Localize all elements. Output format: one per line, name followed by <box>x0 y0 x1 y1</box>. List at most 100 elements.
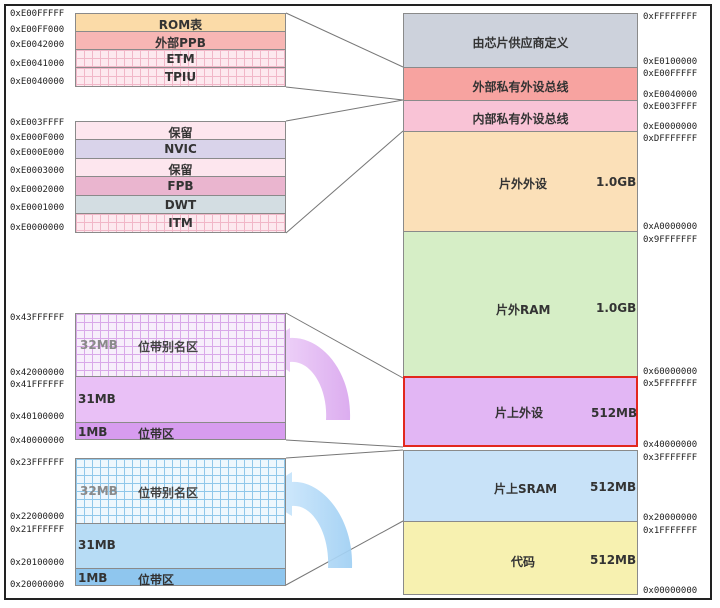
address-label: 0xE0001000 <box>10 203 65 213</box>
region-size: 1.0GB <box>596 301 637 315</box>
band-size: 1MB <box>78 571 108 585</box>
int-ppb-block: ITM <box>75 213 286 233</box>
block-label: NVIC <box>164 142 197 156</box>
address-label: 0x20100000 <box>10 558 65 568</box>
address-label: 0x22000000 <box>10 512 65 522</box>
address-label: 0xDFFFFFFF <box>643 134 698 144</box>
block-label: ITM <box>168 216 193 230</box>
region-peripheral: 片外外设 1.0GB <box>403 131 638 232</box>
gap-size: 31MB <box>78 392 116 406</box>
address-label: 0xE0000000 <box>10 223 65 233</box>
int-ppb-block: NVIC <box>75 139 286 159</box>
region-ram: 片外RAM 1.0GB <box>403 231 638 377</box>
address-label: 0xE00FFFFF <box>643 69 698 79</box>
address-label: 0xE0040000 <box>10 77 65 87</box>
block-label: 外部PPB <box>155 36 206 50</box>
block-label: 保留 <box>168 126 193 140</box>
address-label: 0xE0002000 <box>10 185 65 195</box>
region-size: 512MB <box>591 406 638 420</box>
connector-line <box>285 12 404 68</box>
address-label: 0xE003FFFF <box>643 102 698 112</box>
region-sram: 片上SRAM 512MB <box>403 450 638 522</box>
address-label: 0xE000E000 <box>10 148 65 158</box>
region-label: 代码 <box>511 555 536 569</box>
bitband-region: 1MB 位带区 <box>75 422 286 441</box>
ext-ppb-block: TPIU <box>75 67 286 87</box>
address-label: 0x41FFFFFF <box>10 380 65 390</box>
address-label: 0x20000000 <box>10 580 65 590</box>
connector-line <box>285 86 404 101</box>
address-label: 0x21FFFFFF <box>10 525 65 535</box>
connector-line <box>285 99 404 122</box>
address-label: 0xE000F000 <box>10 133 65 143</box>
int-ppb-block: DWT <box>75 195 286 214</box>
ext-ppb-block: ROM表 <box>75 13 286 32</box>
address-label: 0x1FFFFFFF <box>643 526 698 536</box>
address-label: 0x5FFFFFFF <box>643 379 698 389</box>
address-label: 0xE003FFFF <box>10 118 65 128</box>
bitband-alias-region: 32MB 位带别名区 <box>75 458 286 524</box>
int-ppb-block: 保留 <box>75 121 286 140</box>
region-vendor: 由芯片供应商定义 <box>403 13 638 68</box>
connector-line <box>285 449 404 459</box>
alias-label: 位带别名区 <box>138 486 199 500</box>
connector-line <box>285 130 404 234</box>
address-label: 0x42000000 <box>10 368 65 378</box>
address-label: 0xE0003000 <box>10 166 65 176</box>
alias-label: 位带别名区 <box>138 340 199 354</box>
block-label: ROM表 <box>158 18 203 32</box>
bitband-gap-region: 31MB <box>75 523 286 569</box>
region-size: 512MB <box>590 480 637 494</box>
address-label: 0xA0000000 <box>643 222 698 232</box>
region-label: 片上外设 <box>495 406 544 420</box>
diagram-frame <box>4 4 712 600</box>
address-label: 0x40000000 <box>643 440 698 450</box>
region-label: 外部私有外设总线 <box>472 80 569 94</box>
address-label: 0x00000000 <box>643 586 698 596</box>
address-label: 0xE0040000 <box>643 90 698 100</box>
address-label: 0xE00FFFFF <box>10 9 65 19</box>
block-label: TPIU <box>164 70 197 84</box>
block-label: ETM <box>166 52 195 66</box>
address-label: 0xFFFFFFFF <box>643 12 698 22</box>
bitband-alias-region: 32MB 位带别名区 <box>75 313 286 377</box>
region-onchip-peripheral: 片上外设 512MB <box>403 376 638 447</box>
connector-line <box>285 312 404 379</box>
block-label: 保留 <box>168 163 193 177</box>
address-label: 0xE0000000 <box>643 122 698 132</box>
region-label: 由芯片供应商定义 <box>472 36 569 50</box>
int-ppb-block: FPB <box>75 176 286 196</box>
address-label: 0x40000000 <box>10 436 65 446</box>
bitband-gap-region: 31MB <box>75 376 286 423</box>
band-size: 1MB <box>78 425 108 439</box>
alias-size: 32MB <box>80 484 118 498</box>
address-label: 0x23FFFFFF <box>10 458 65 468</box>
address-label: 0x20000000 <box>643 513 698 523</box>
region-label: 片上SRAM <box>494 482 558 496</box>
region-label: 内部私有外设总线 <box>472 112 569 126</box>
address-label: 0xE0041000 <box>10 59 65 69</box>
block-label: DWT <box>164 198 197 212</box>
address-label: 0x9FFFFFFF <box>643 235 698 245</box>
region-size: 512MB <box>590 553 637 567</box>
address-label: 0xE00FF000 <box>10 25 65 35</box>
address-label: 0x60000000 <box>643 367 698 377</box>
gap-size: 31MB <box>78 538 116 552</box>
region-code: 代码 512MB <box>403 521 638 595</box>
band-label: 位带区 <box>138 573 175 587</box>
alias-size: 32MB <box>80 338 118 352</box>
address-label: 0xE0042000 <box>10 40 65 50</box>
connector-line <box>285 439 404 448</box>
ext-ppb-block: ETM <box>75 49 286 68</box>
region-size: 1.0GB <box>596 175 637 189</box>
address-label: 0x3FFFFFFF <box>643 453 698 463</box>
int-ppb-block: 保留 <box>75 158 286 177</box>
block-label: FPB <box>167 179 194 193</box>
bitband-region: 1MB 位带区 <box>75 568 286 587</box>
band-label: 位带区 <box>138 427 175 441</box>
region-label: 片外RAM <box>496 303 551 317</box>
address-label: 0x43FFFFFF <box>10 313 65 323</box>
region-int-ppb: 内部私有外设总线 <box>403 100 638 132</box>
ext-ppb-block: 外部PPB <box>75 31 286 50</box>
address-label: 0x40100000 <box>10 412 65 422</box>
